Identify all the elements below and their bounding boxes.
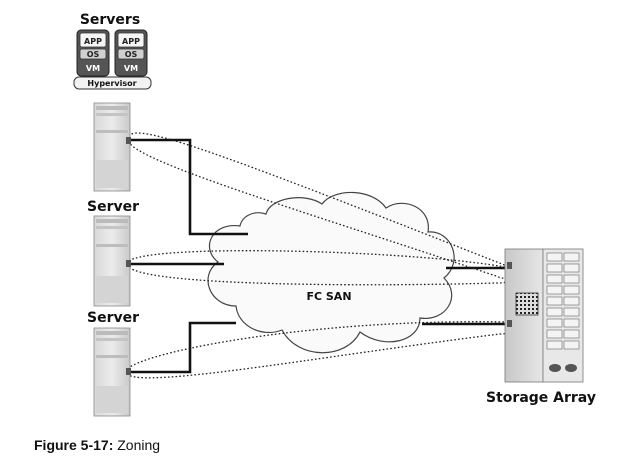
cable-server1 xyxy=(130,138,248,236)
vm-app-label: APP xyxy=(122,37,140,46)
hypervisor-label: Hypervisor xyxy=(87,79,136,88)
fc-san-label: FC SAN xyxy=(306,290,351,303)
storage-array-label: Storage Array xyxy=(486,390,596,406)
fc-san-cloud xyxy=(207,191,455,354)
vm-app-label: APP xyxy=(84,37,102,46)
zone-2 xyxy=(126,250,517,286)
vm-stack-right: APP OS VM xyxy=(114,29,148,77)
hypervisor-bar: Hypervisor xyxy=(73,76,152,90)
server-tower-3 xyxy=(93,327,131,417)
disk-shelves xyxy=(546,252,580,350)
figure-caption: Figure 5-17: Zoning xyxy=(34,437,160,453)
figure-title: Zoning xyxy=(117,437,161,453)
cable-server3 xyxy=(130,321,236,374)
storage-array xyxy=(504,248,584,383)
server-bottom-label: Server xyxy=(87,310,139,326)
server-tower-1 xyxy=(93,102,131,192)
servers-top-label: Servers xyxy=(80,12,140,28)
vm-stack-left: APP OS VM xyxy=(76,29,110,77)
fc-cables xyxy=(130,138,508,374)
figure-number: Figure 5-17: xyxy=(34,437,114,453)
server-mid-label: Server xyxy=(87,199,139,215)
vm-vm-label: VM xyxy=(86,64,100,73)
vm-vm-label: VM xyxy=(124,64,138,73)
vm-os-label: OS xyxy=(87,50,100,59)
vm-os-label: OS xyxy=(125,50,138,59)
server-tower-2 xyxy=(93,215,131,307)
